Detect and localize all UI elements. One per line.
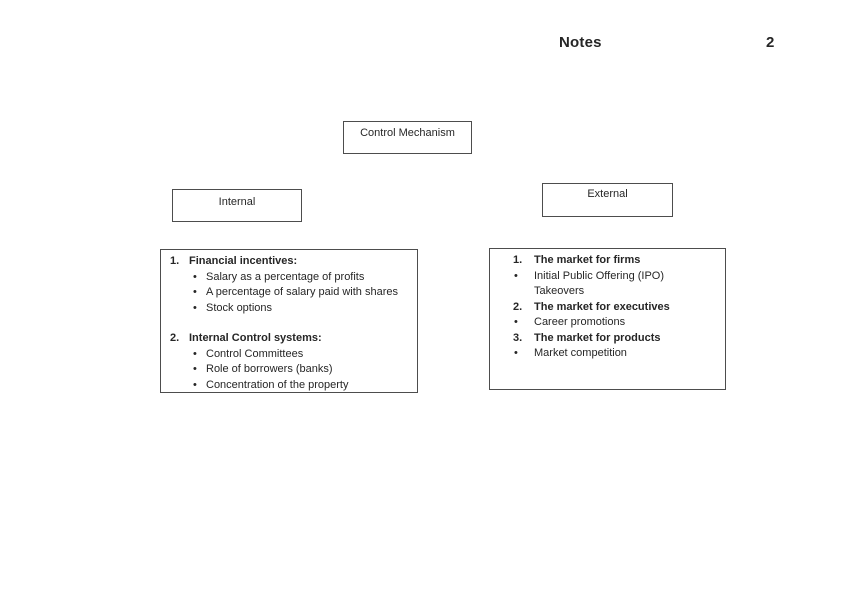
control-mechanism-box: Control Mechanism bbox=[343, 121, 472, 154]
list-text: Stock options bbox=[206, 301, 273, 314]
internal-box: Internal bbox=[172, 189, 302, 222]
list-item: 2. The market for executives bbox=[490, 300, 725, 316]
list-item: 1. The market for firms bbox=[490, 253, 725, 269]
list-text: A percentage of salary paid with shares bbox=[206, 286, 399, 298]
page-title: Notes bbox=[559, 34, 602, 51]
list-text: Salary as a percentage of profits bbox=[206, 270, 365, 283]
list-marker: 3. bbox=[513, 331, 523, 344]
bullet-icon: • bbox=[514, 316, 518, 328]
list-marker: 1. bbox=[513, 254, 523, 266]
list-item: 1. Financial incentives: bbox=[161, 254, 417, 270]
bullet-icon: • bbox=[193, 301, 197, 314]
control-mechanism-label: Control Mechanism bbox=[360, 127, 455, 139]
list-text: The market for products bbox=[534, 331, 661, 344]
list-text: Initial Public Offering (IPO) bbox=[534, 269, 665, 282]
list-item: 2. Internal Control systems: bbox=[161, 331, 417, 347]
list-text: Control Committees bbox=[206, 347, 304, 360]
list-text: Career promotions bbox=[534, 316, 626, 328]
list-text: Takeovers bbox=[534, 285, 585, 297]
list-item: • A percentage of salary paid with share… bbox=[161, 285, 417, 301]
list-marker: 2. bbox=[513, 300, 523, 313]
list-text: Role of borrowers (banks) bbox=[206, 363, 333, 375]
list-text: Market competition bbox=[534, 347, 627, 359]
internal-panel: 1. Financial incentives: • Salary as a p… bbox=[160, 249, 418, 393]
list-marker: 2. bbox=[170, 332, 180, 344]
list-text: The market for firms bbox=[534, 254, 641, 266]
list-text: Financial incentives: bbox=[189, 255, 298, 267]
external-panel: 1. The market for firms • Initial Public… bbox=[489, 248, 726, 390]
list-text: Concentration of the property bbox=[206, 378, 349, 391]
internal-label: Internal bbox=[218, 196, 256, 208]
external-box: External bbox=[542, 183, 673, 217]
list-item: • Initial Public Offering (IPO) bbox=[490, 269, 725, 285]
list-item: 3. The market for products bbox=[490, 331, 725, 347]
bullet-icon: • bbox=[193, 286, 197, 298]
list-item: • Concentration of the property bbox=[161, 378, 417, 394]
list-item-continuation: Takeovers bbox=[490, 284, 725, 300]
page-number: 2 bbox=[766, 34, 775, 51]
list-text: Internal Control systems: bbox=[189, 332, 322, 344]
list-item: • Market competition bbox=[490, 346, 725, 362]
list-gap bbox=[161, 316, 417, 331]
bullet-icon: • bbox=[193, 378, 197, 391]
list-item: • Role of borrowers (banks) bbox=[161, 362, 417, 378]
list-item: • Salary as a percentage of profits bbox=[161, 270, 417, 286]
list-item: • Stock options bbox=[161, 301, 417, 317]
list-item: • Career promotions bbox=[490, 315, 725, 331]
list-text: The market for executives bbox=[534, 300, 670, 313]
list-item: • Control Committees bbox=[161, 347, 417, 363]
bullet-icon: • bbox=[514, 347, 518, 359]
external-label: External bbox=[587, 188, 628, 200]
list-marker: 1. bbox=[170, 255, 180, 267]
bullet-icon: • bbox=[193, 270, 197, 283]
bullet-icon: • bbox=[193, 347, 197, 360]
bullet-icon: • bbox=[193, 363, 197, 375]
bullet-icon: • bbox=[514, 269, 518, 282]
